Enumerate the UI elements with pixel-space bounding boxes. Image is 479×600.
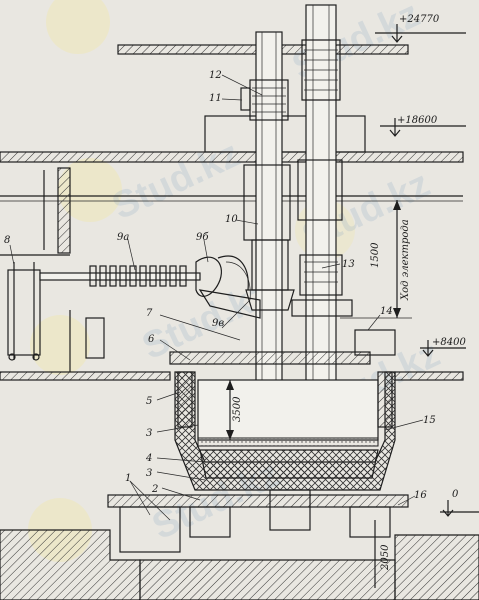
part-9a-label: 9а (117, 232, 129, 243)
furnace-bath (174, 371, 396, 491)
part-3b-label: 3 (146, 468, 152, 479)
electrode-column-left (240, 31, 295, 401)
part-3a-label: 3 (146, 428, 152, 439)
part-16-label: 16 (414, 490, 427, 501)
part-9v-label: 9в (212, 318, 224, 329)
part-4-label: 4 (145, 453, 152, 464)
part-5-label: 5 (146, 396, 152, 407)
left-structure (0, 167, 105, 372)
travel-caption-label: Ход электрода (400, 219, 411, 301)
electrode-travel-dimension (340, 200, 412, 319)
part-9b-label: 9б (196, 232, 209, 243)
part-15-label: 15 (423, 415, 436, 426)
part-7-label: 7 (146, 308, 153, 319)
leader-lines (9, 74, 424, 521)
part-14-label: 14 (380, 306, 393, 317)
part-1-label: 1 (125, 473, 131, 484)
rod-9a (39, 255, 261, 319)
elevation-ground-label: 0 (452, 489, 459, 500)
part-6-label: 6 (148, 334, 155, 345)
bath-depth-label: 3500 (232, 396, 243, 422)
middle-platform (0, 115, 466, 163)
part-12-label: 12 (209, 70, 222, 81)
elevation-mid-label: +18600 (397, 115, 438, 126)
bath-depth-dimension (226, 380, 234, 440)
electrode-column-right (291, 4, 353, 384)
elevation-top-label: +24770 (399, 14, 440, 25)
part-13-label: 13 (342, 259, 355, 270)
part-10-label: 10 (225, 214, 238, 225)
part-8-label: 8 (4, 235, 10, 246)
part-2-label: 2 (151, 484, 158, 495)
travel-value-label: 1500 (370, 242, 381, 268)
foundation-dimension-label: 2050 (380, 544, 391, 571)
part-11-label: 11 (209, 93, 222, 104)
elevation-floor-label: +8400 (432, 337, 466, 348)
furnace-floor (0, 329, 466, 381)
foundation (0, 489, 479, 600)
